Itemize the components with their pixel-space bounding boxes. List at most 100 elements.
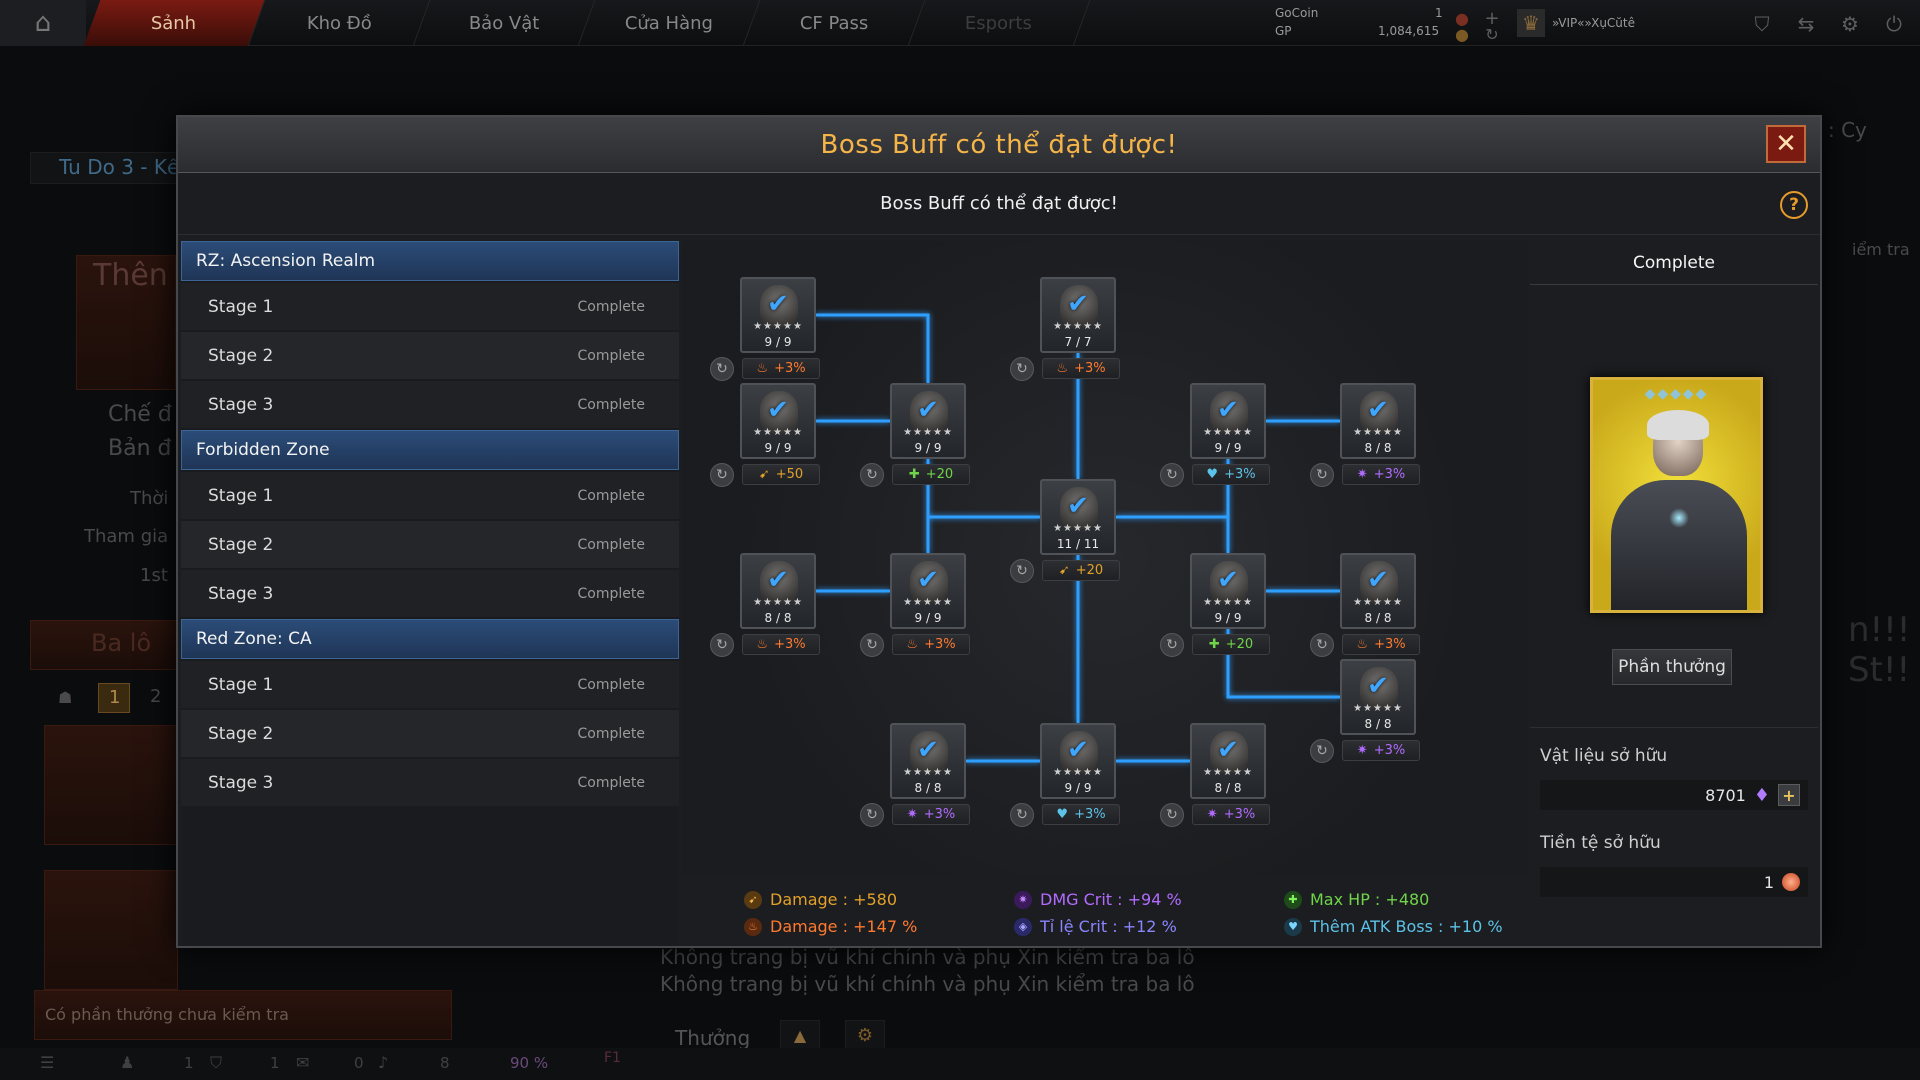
boss-node[interactable]: ✔★★★★★9 / 9 xyxy=(890,383,966,459)
page-button-1[interactable]: 1 xyxy=(98,683,130,713)
buff-badge: ✷+3% xyxy=(892,804,970,825)
refresh-icon[interactable]: ↻ xyxy=(1310,463,1334,487)
refresh-icon[interactable]: ↻ xyxy=(1010,559,1034,583)
buff-totals: ➹Damage : +580 ♨Damage : +147 % ✷DMG Cri… xyxy=(682,876,1527,946)
add-materials-button[interactable]: + xyxy=(1778,784,1800,806)
node-star-rating: ★★★★★ xyxy=(1353,703,1403,714)
close-button[interactable]: ✕ xyxy=(1766,125,1806,163)
nav-tab-treasure[interactable]: Bảo Vật xyxy=(413,0,596,46)
boss-node[interactable]: ✔★★★★★8 / 8 xyxy=(1190,723,1266,799)
checkmark-icon: ✔ xyxy=(767,565,789,595)
refresh-icon[interactable]: ↻ xyxy=(710,357,734,381)
card-rank-gems: ◆◆◆◆◆ xyxy=(1644,386,1709,402)
boss-node[interactable]: ✔★★★★★9 / 9 xyxy=(1190,383,1266,459)
zone-header-ascension-realm[interactable]: RZ: Ascension Realm xyxy=(181,241,679,281)
zone-header-red-zone-ca[interactable]: Red Zone: CA xyxy=(181,619,679,659)
buff-value: +3% xyxy=(1374,637,1406,652)
checkmark-icon: ✔ xyxy=(917,395,939,425)
nav-tab-inventory[interactable]: Kho Đồ xyxy=(248,0,431,46)
backpack-bar: Ba lô xyxy=(30,620,180,670)
boss-node[interactable]: ✔★★★★★9 / 9 xyxy=(740,277,816,353)
refresh-icon[interactable]: ↻ xyxy=(860,633,884,657)
boss-node[interactable]: ✔★★★★★7 / 7 xyxy=(1040,277,1116,353)
node-progress: 9 / 9 xyxy=(1064,781,1092,795)
refresh-icon[interactable]: ↻ xyxy=(710,633,734,657)
checkmark-icon: ✔ xyxy=(767,395,789,425)
home-icon[interactable]: ⌂ xyxy=(0,0,86,46)
nav-tab-lobby[interactable]: Sảnh xyxy=(83,0,266,46)
nav-tab-esports[interactable]: Esports xyxy=(908,0,1091,46)
refresh-icon[interactable]: ↻ xyxy=(1310,633,1334,657)
chat-icon[interactable]: ✉ xyxy=(296,1053,310,1072)
checkmark-icon: ✔ xyxy=(1067,491,1089,521)
buff-tree: ✔★★★★★9 / 9↻♨+3%✔★★★★★7 / 7↻♨+3%✔★★★★★9 … xyxy=(682,241,1527,876)
speaker-icon[interactable]: ♪ xyxy=(378,1053,389,1072)
chevron-up-icon[interactable]: ▲ xyxy=(780,1020,820,1050)
boss-node[interactable]: ✔★★★★★9 / 9 xyxy=(890,553,966,629)
boss-node[interactable]: ✔★★★★★8 / 8 xyxy=(1340,383,1416,459)
shield-icon[interactable]: ⛉ xyxy=(1754,12,1770,36)
stage-status: Complete xyxy=(577,585,645,602)
nav-tab-cf-pass[interactable]: CF Pass xyxy=(743,0,926,46)
settings-icon[interactable]: ⚙ xyxy=(845,1020,885,1050)
bg-message-2: Không trang bị vũ khí chính và phụ Xin k… xyxy=(660,972,1195,996)
card-armor xyxy=(1611,480,1747,610)
reward-character-card[interactable]: ◆◆◆◆◆ xyxy=(1590,377,1763,613)
gocoin-icon: ● xyxy=(1455,8,1469,28)
boss-node[interactable]: ✔★★★★★9 / 9 xyxy=(1040,723,1116,799)
boss-node[interactable]: ✔★★★★★9 / 9 xyxy=(740,383,816,459)
refresh-icon[interactable]: ↻ xyxy=(1010,357,1034,381)
claim-reward-button[interactable]: Phần thưởng xyxy=(1612,649,1732,685)
boss-portrait xyxy=(760,391,798,433)
bg-right-text-4: St!! xyxy=(1848,650,1911,690)
refresh-icon[interactable]: ↻ xyxy=(860,803,884,827)
power-icon[interactable]: ⏻ xyxy=(1886,12,1902,36)
stage-status: Complete xyxy=(577,536,645,553)
gp-value: 1,084,615 xyxy=(1378,24,1440,38)
boss-node[interactable]: ✔★★★★★11 / 11 xyxy=(1040,479,1116,555)
node-star-rating: ★★★★★ xyxy=(1353,427,1403,438)
boss-node[interactable]: ✔★★★★★8 / 8 xyxy=(740,553,816,629)
help-icon[interactable]: ? xyxy=(1780,191,1808,219)
nav-tab-shop[interactable]: Cửa Hàng xyxy=(578,0,761,46)
boss-node[interactable]: ✔★★★★★8 / 8 xyxy=(1340,659,1416,735)
total-dmg-crit: ✷DMG Crit : +94 % xyxy=(1014,890,1182,909)
refresh-icon[interactable]: ↻ xyxy=(860,463,884,487)
boss-node[interactable]: ✔★★★★★8 / 8 xyxy=(890,723,966,799)
refresh-icon[interactable]: ↻ xyxy=(710,463,734,487)
gear-icon[interactable]: ⚙ xyxy=(1841,12,1859,36)
materials-field: 8701 ♦ + xyxy=(1540,780,1808,810)
node-star-rating: ★★★★★ xyxy=(1053,767,1103,778)
bg-rank-label: 1st xyxy=(140,565,168,586)
checkmark-icon: ✔ xyxy=(767,289,789,319)
bg-time-label: Thời xyxy=(130,488,169,509)
boss-node[interactable]: ✔★★★★★8 / 8 xyxy=(1340,553,1416,629)
refresh-icon[interactable]: ↻ xyxy=(1310,739,1334,763)
node-progress: 9 / 9 xyxy=(914,611,942,625)
mail-icon[interactable]: ⇆ xyxy=(1797,12,1815,36)
refresh-icon[interactable]: ↻ xyxy=(1160,633,1184,657)
checkmark-icon: ✔ xyxy=(1217,565,1239,595)
page-button-2[interactable]: 2 xyxy=(150,686,162,707)
menu-icon[interactable]: ☰ xyxy=(40,1053,55,1072)
refresh-icon[interactable]: ↻ xyxy=(1160,803,1184,827)
refresh-icon[interactable]: ↻ xyxy=(1010,803,1034,827)
zone-header-forbidden-zone[interactable]: Forbidden Zone xyxy=(181,430,679,470)
add-coin-icon[interactable]: + xyxy=(1484,7,1500,29)
rank-emblem-icon: ♛ xyxy=(1517,9,1545,37)
stage-status: Complete xyxy=(577,725,645,742)
boss-node[interactable]: ✔★★★★★9 / 9 xyxy=(1190,553,1266,629)
refresh-icon[interactable]: ↻ xyxy=(1160,463,1184,487)
boss-portrait xyxy=(1210,391,1248,433)
refresh-gp-icon[interactable]: ↻ xyxy=(1485,24,1499,44)
total-damage-flat: ➹Damage : +580 xyxy=(744,890,897,909)
